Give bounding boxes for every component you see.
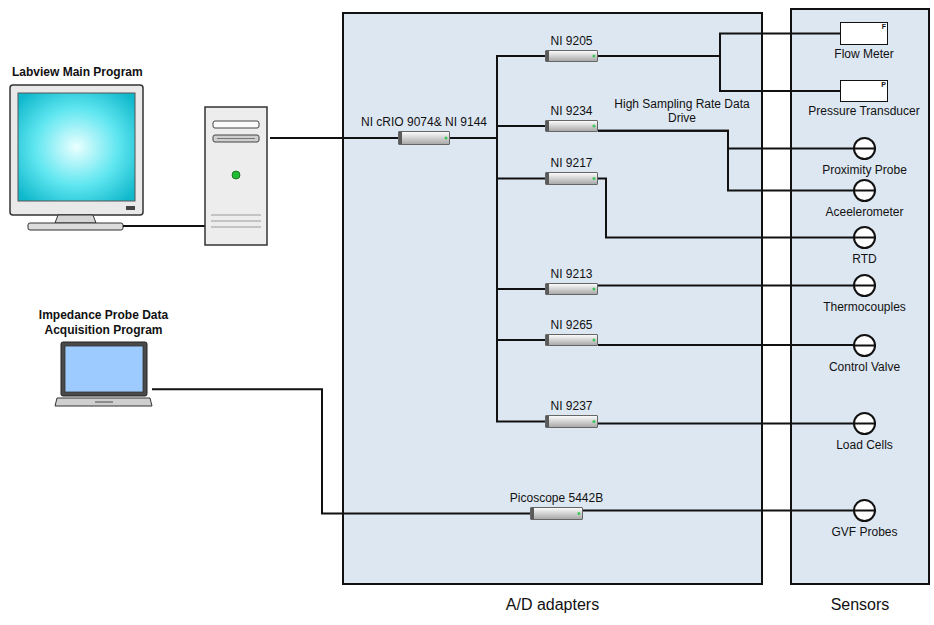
node-label: NI 9205 [550, 34, 592, 48]
node-label: Pressure Transducer [808, 104, 919, 118]
node-label: Impedance Probe Data Acquisition Program [29, 308, 179, 337]
note-label: High Sampling Rate Data Drive [603, 97, 761, 126]
signal-wire [598, 423, 853, 425]
io-module: NI 9234 [545, 120, 598, 132]
sensor-panel: SensorsFlow MeterFPressure TransducerPPr… [790, 8, 930, 585]
io-module: NI 9217 [545, 172, 598, 185]
signal-wire [598, 131, 853, 149]
node-label: Aceelerometer [825, 205, 903, 219]
io-module: NI 9213 [545, 283, 598, 295]
io-module: NI 9205 [545, 50, 598, 62]
device-art [546, 416, 597, 427]
device-art [546, 121, 597, 131]
io-module: NI 9265 [545, 334, 598, 346]
node-label: Labview Main Program [12, 65, 143, 79]
node-label: Proximity Probe [822, 163, 907, 177]
csensor-art [853, 274, 876, 297]
sensor-circle: Proximity Probe [853, 137, 876, 160]
laptop-computer: Impedance Probe Data Acquisition Program [55, 342, 152, 406]
signal-wire [270, 137, 398, 139]
device-art [546, 173, 597, 184]
node-label: RTD [852, 252, 876, 266]
desktop-computer: Labview Main Program [8, 85, 270, 248]
device-art [546, 51, 597, 61]
node-label: Control Valve [829, 360, 900, 374]
sensor-circle: Load Cells [853, 412, 876, 435]
node-label: NI 9213 [550, 267, 592, 281]
device-art [531, 508, 582, 519]
oscilloscope-module: Picoscope 5442B [530, 507, 583, 520]
signal-wire [598, 56, 840, 91]
csensor-art [853, 499, 876, 522]
signal-wire [598, 344, 853, 346]
signal-wire [598, 179, 853, 238]
symbol-letter: F [882, 23, 886, 30]
signal-wire [598, 34, 840, 57]
signal-wire [583, 510, 853, 512]
symbol-letter: P [881, 81, 886, 88]
device-art [546, 335, 597, 345]
csensor-art [853, 179, 876, 202]
laptop-art [55, 342, 152, 406]
pressure-sensor: Pressure TransducerP [840, 80, 888, 102]
csensor-art [853, 137, 876, 160]
node-label: Thermocouples [823, 300, 906, 314]
signal-wire [450, 138, 545, 422]
io-module: NI 9237 [545, 415, 598, 428]
flow-meter: Flow MeterF [840, 22, 888, 45]
sensor-circle: Aceelerometer [853, 179, 876, 202]
csensor-art [853, 334, 876, 357]
sensor-circle: RTD [853, 226, 876, 249]
node-label: NI 9234 [550, 104, 592, 118]
panel-caption: A/D adapters [506, 595, 599, 614]
comp-art [8, 85, 270, 248]
node-label: NI 9265 [550, 318, 592, 332]
device-art [546, 284, 597, 294]
controller-chassis: NI cRIO 9074& NI 9144 [398, 131, 450, 145]
panel-caption: Sensors [831, 595, 890, 614]
signal-wire [152, 389, 530, 513]
csensor-art [853, 412, 876, 435]
node-label: Flow Meter [834, 47, 893, 61]
sensor-circle: Thermocouples [853, 274, 876, 297]
node-label: NI cRIO 9074& NI 9144 [361, 115, 487, 129]
panel-fill [790, 8, 930, 585]
sensor-circle: Control Valve [853, 334, 876, 357]
node-label: NI 9217 [550, 156, 592, 170]
sensor-circle: GVF Probes [853, 499, 876, 522]
node-label: NI 9237 [550, 399, 592, 413]
signal-wire [598, 285, 853, 287]
panel-fill [342, 12, 763, 585]
csensor-art [853, 226, 876, 249]
device-art [399, 132, 449, 144]
node-label: GVF Probes [831, 525, 897, 539]
node-label: Picoscope 5442B [510, 491, 603, 505]
node-label: Load Cells [836, 438, 893, 452]
signal-wire [598, 131, 853, 191]
